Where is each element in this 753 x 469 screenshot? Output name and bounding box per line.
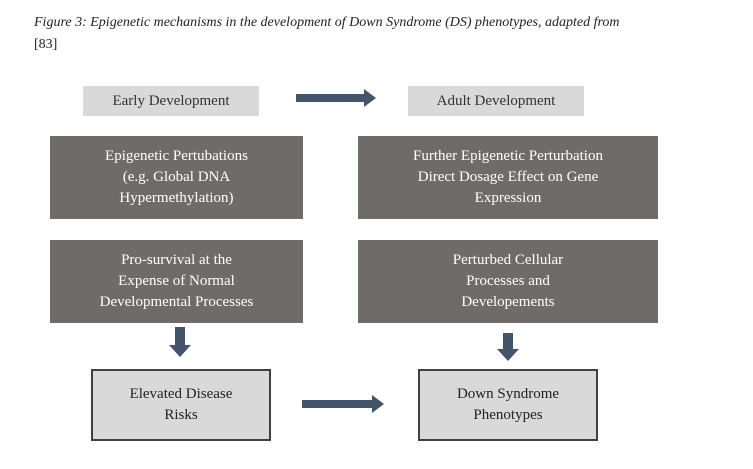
early-development-header: Early Development	[83, 86, 259, 116]
pro-survival-text: Pro-survival at the Expense of Normal De…	[99, 252, 254, 310]
down-syndrome-phenotypes-box: Down Syndrome Phenotypes	[418, 369, 598, 441]
pro-survival-box: Pro-survival at the Expense of Normal De…	[50, 240, 303, 323]
caption-reference: [83]	[34, 37, 58, 52]
down-arrow-icon	[497, 333, 519, 361]
right-arrow-icon	[302, 395, 384, 413]
elevated-disease-risks-text: Elevated Disease Risks	[129, 386, 233, 423]
down-syndrome-phenotypes-text: Down Syndrome Phenotypes	[456, 386, 560, 423]
down-arrow-icon	[169, 327, 191, 357]
adult-development-header: Adult Development	[408, 86, 584, 116]
perturbed-cellular-box: Perturbed Cellular Processes and Develop…	[358, 240, 658, 323]
right-arrow-icon	[296, 89, 376, 107]
caption-label: Figure 3:	[34, 15, 87, 30]
figure-caption: Figure 3: Epigenetic mechanisms in the d…	[34, 12, 746, 56]
adult-development-label: Adult Development	[436, 92, 556, 109]
epigenetic-perturbations-text: Epigenetic Pertubations (e.g. Global DNA…	[105, 148, 248, 206]
early-development-label: Early Development	[112, 92, 230, 109]
further-perturbation-text: Further Epigenetic Perturbation Direct D…	[413, 148, 603, 206]
further-perturbation-box: Further Epigenetic Perturbation Direct D…	[358, 136, 658, 219]
epigenetic-perturbations-box: Epigenetic Pertubations (e.g. Global DNA…	[50, 136, 303, 219]
caption-text: Epigenetic mechanisms in the development…	[90, 15, 620, 30]
elevated-disease-risks-box: Elevated Disease Risks	[91, 369, 271, 441]
perturbed-cellular-text: Perturbed Cellular Processes and Develop…	[452, 252, 564, 310]
